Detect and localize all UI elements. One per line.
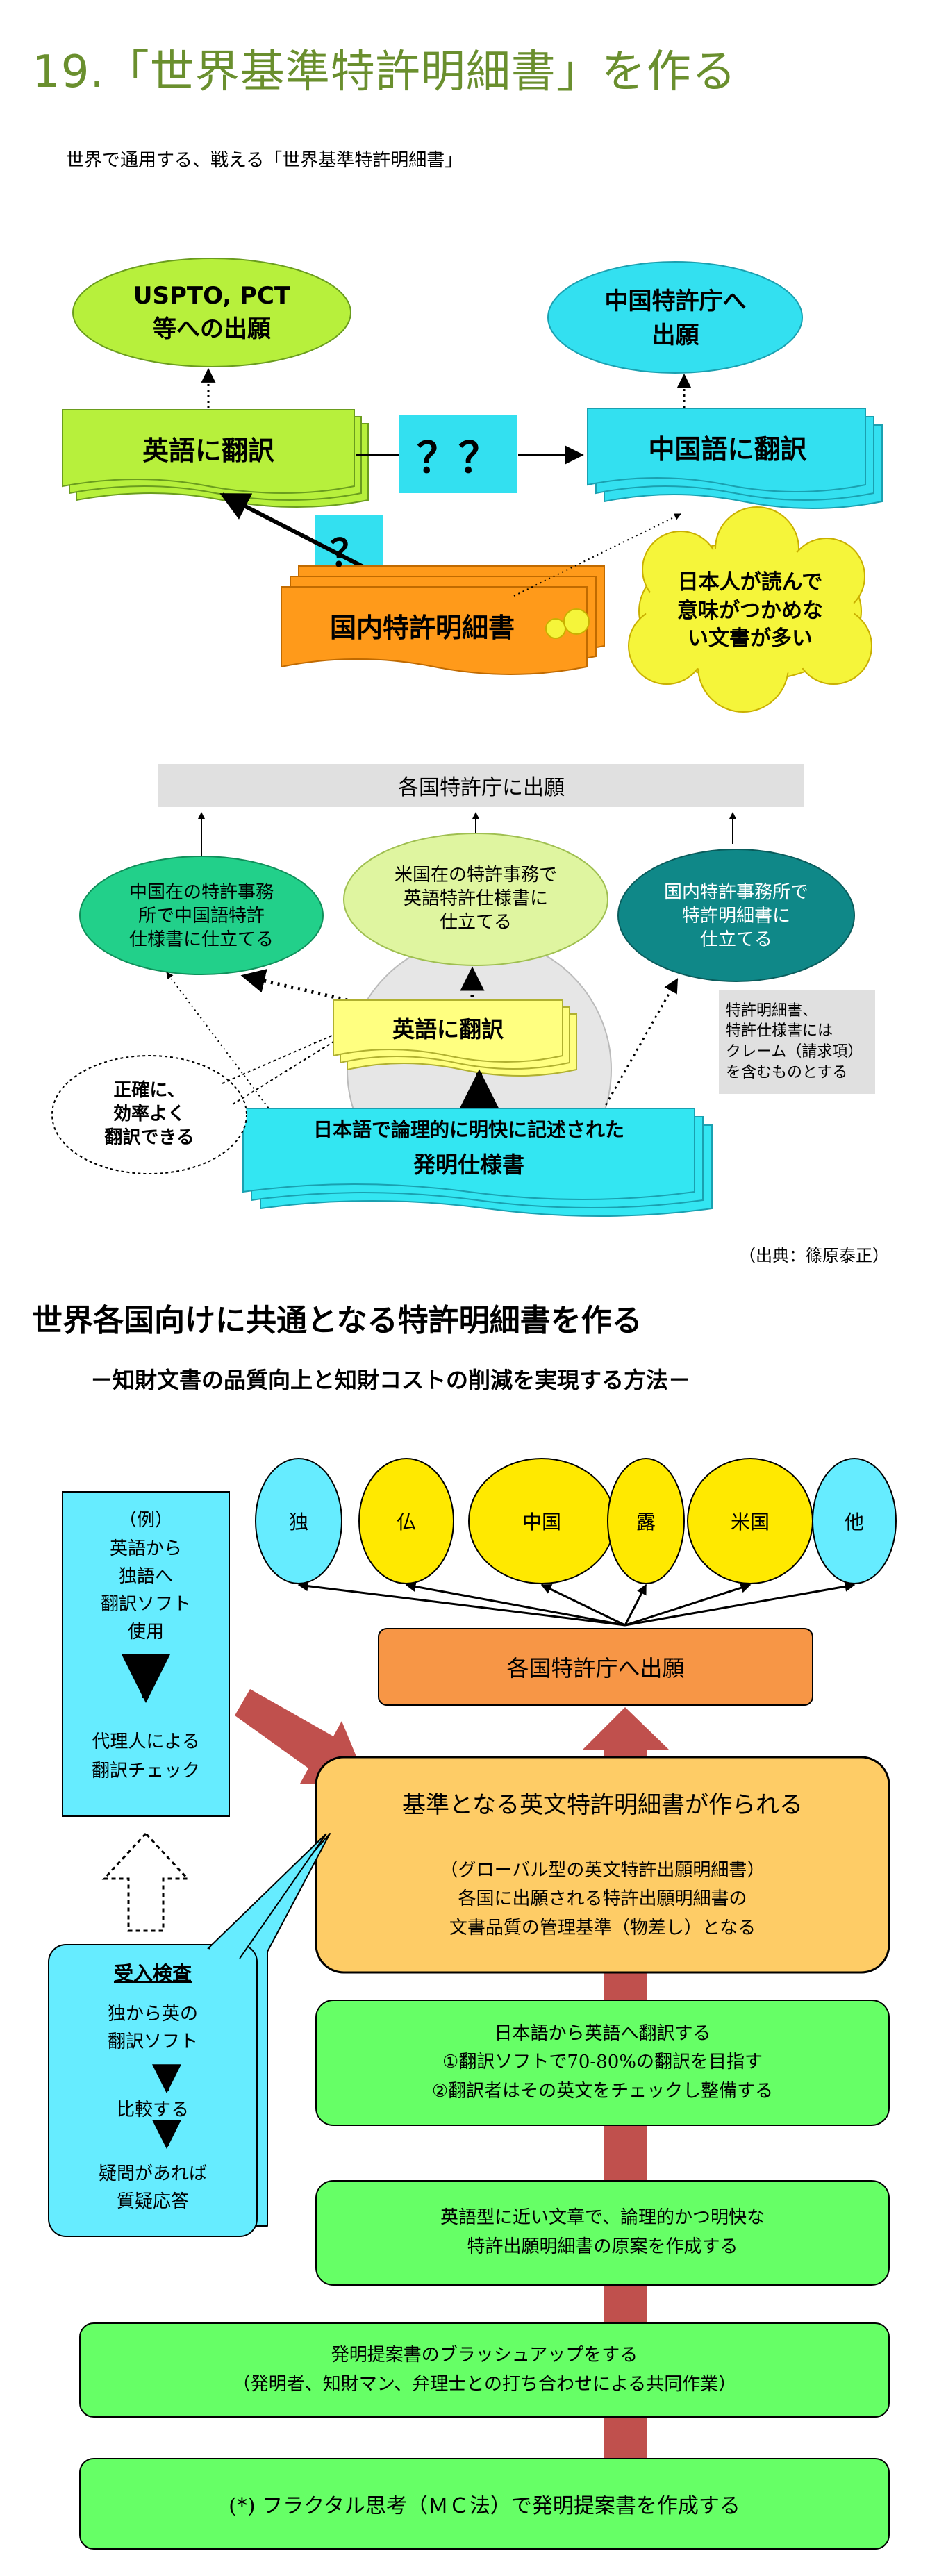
accurate-note-ellipse bbox=[51, 1055, 247, 1174]
acceptance-title-label: 受入検査 bbox=[113, 1962, 192, 1985]
step-fractal-box bbox=[79, 2458, 890, 2550]
question-big-label: ？？ bbox=[417, 433, 500, 483]
country-label-other: 他 bbox=[844, 1511, 864, 1534]
standard-box bbox=[315, 1756, 890, 1974]
us-firm-label: 米国在の特許事務で 英語特許仕様書に 仕立てる bbox=[394, 865, 557, 933]
section2-title: 世界各国向けに共通となる特許明細書を作る bbox=[32, 1303, 642, 1338]
page-title: 19.「世界基準特許明細書」を作る bbox=[32, 47, 737, 98]
china-office-ellipse bbox=[547, 261, 803, 374]
section2-subtitle: －知財文書の品質向上と知財コストの削減を実現する方法－ bbox=[90, 1367, 691, 1393]
country-label-ru: 露 bbox=[636, 1511, 656, 1534]
top-bar-box bbox=[158, 764, 804, 807]
accurate-note-label: 正確に、 効率よく 翻訳できる bbox=[104, 1080, 194, 1148]
domestic-firm-ellipse bbox=[617, 849, 855, 982]
invention-spec-label-2: 発明仕様書 bbox=[413, 1152, 524, 1178]
dashed-up-arrow bbox=[101, 1831, 190, 1932]
uspto-ellipse bbox=[72, 258, 351, 367]
domestic-firm-label: 国内特許事務所で 特許明細書に 仕立てる bbox=[663, 882, 808, 950]
english-translation-label-2: 英語に翻訳 bbox=[392, 1016, 504, 1042]
question-box-big bbox=[399, 415, 517, 493]
country-label-cn: 中国 bbox=[522, 1511, 561, 1534]
uspto-label: USPTO, PCT 等への出願 bbox=[133, 281, 291, 343]
step-brushup-label: 発明提案書のブラッシュアップをする （発明者、知財マン、弁理士との打ち合わせによ… bbox=[232, 2344, 737, 2395]
chinese-translation-doc-stack bbox=[587, 408, 883, 509]
china-office-label: 中国特許庁へ 出願 bbox=[604, 288, 747, 349]
standard-body-label: （グローバル型の英文特許出願明細書） 各国に出願される特許出願明細書の 文書品質… bbox=[440, 1859, 765, 1938]
domestic-spec-doc-stack bbox=[281, 565, 605, 675]
invention-spec-label-1: 日本語で論理的に明快に記述された bbox=[313, 1118, 624, 1141]
country-ellipse-ru bbox=[607, 1458, 685, 1584]
top-bar-label: 各国特許庁に出願 bbox=[398, 776, 565, 800]
example-label-1: （例） 英語から 独語へ 翻訳ソフト 使用 bbox=[100, 1510, 191, 1643]
question-small-label: ？ bbox=[330, 531, 367, 575]
acceptance-step2-label: 比較する bbox=[116, 2099, 189, 2120]
acceptance-step1-label: 独から英の 翻訳ソフト bbox=[107, 2003, 198, 2052]
invention-spec-doc-stack bbox=[242, 1108, 713, 1217]
step-draft-box bbox=[315, 2180, 890, 2286]
china-firm-label: 中国在の特許事務 所で中国語特許 仕様書に仕立てる bbox=[128, 882, 274, 950]
english-translation-doc-stack-2 bbox=[333, 999, 577, 1077]
example-label-2: 代理人による 翻訳チェック bbox=[91, 1731, 200, 1781]
step-brushup-box bbox=[79, 2322, 890, 2418]
step-translate-label: 日本語から英語へ翻訳する ①翻訳ソフトで70-80%の翻訳を目指す ②翻訳者はそ… bbox=[431, 2022, 774, 2102]
us-firm-ellipse bbox=[343, 833, 608, 966]
country-label-de: 独 bbox=[288, 1511, 308, 1534]
side-note-label: 特許明細書、 特許仕様書には クレーム（請求項） を含むものとする bbox=[726, 1002, 863, 1081]
filing-box bbox=[378, 1628, 813, 1706]
english-translation-doc-stack bbox=[62, 409, 369, 508]
cloud-note-label: 日本人が読んで 意味がつかめな い文書が多い bbox=[677, 570, 823, 651]
step-translate-box bbox=[315, 2000, 890, 2126]
filing-label: 各国特許庁へ出願 bbox=[506, 1655, 685, 1681]
china-firm-ellipse bbox=[79, 856, 324, 975]
country-label-us: 米国 bbox=[730, 1511, 770, 1534]
english-translation-label: 英語に翻訳 bbox=[142, 435, 274, 466]
chinese-translation-label: 中国語に翻訳 bbox=[648, 433, 807, 465]
source-label: （出典：篠原泰正） bbox=[739, 1245, 889, 1265]
standard-title-label: 基準となる英文特許明細書が作られる bbox=[402, 1790, 803, 1819]
page-subtitle: 世界で通用する、戦える「世界基準特許明細書」 bbox=[66, 150, 463, 171]
step-draft-label: 英語型に近い文章で、論理的かつ明快な 特許出願明細書の原案を作成する bbox=[440, 2207, 765, 2257]
step-fractal-label: (*) フラクタル思考（ＭＣ法）で発明提案書を作成する bbox=[229, 2494, 740, 2518]
domestic-spec-label: 国内特許明細書 bbox=[329, 612, 515, 643]
side-note-box bbox=[719, 990, 875, 1094]
example-box bbox=[62, 1491, 230, 1817]
acceptance-step3-label: 疑問があれば 質疑応答 bbox=[98, 2163, 207, 2212]
country-label-fr: 仏 bbox=[396, 1511, 416, 1534]
